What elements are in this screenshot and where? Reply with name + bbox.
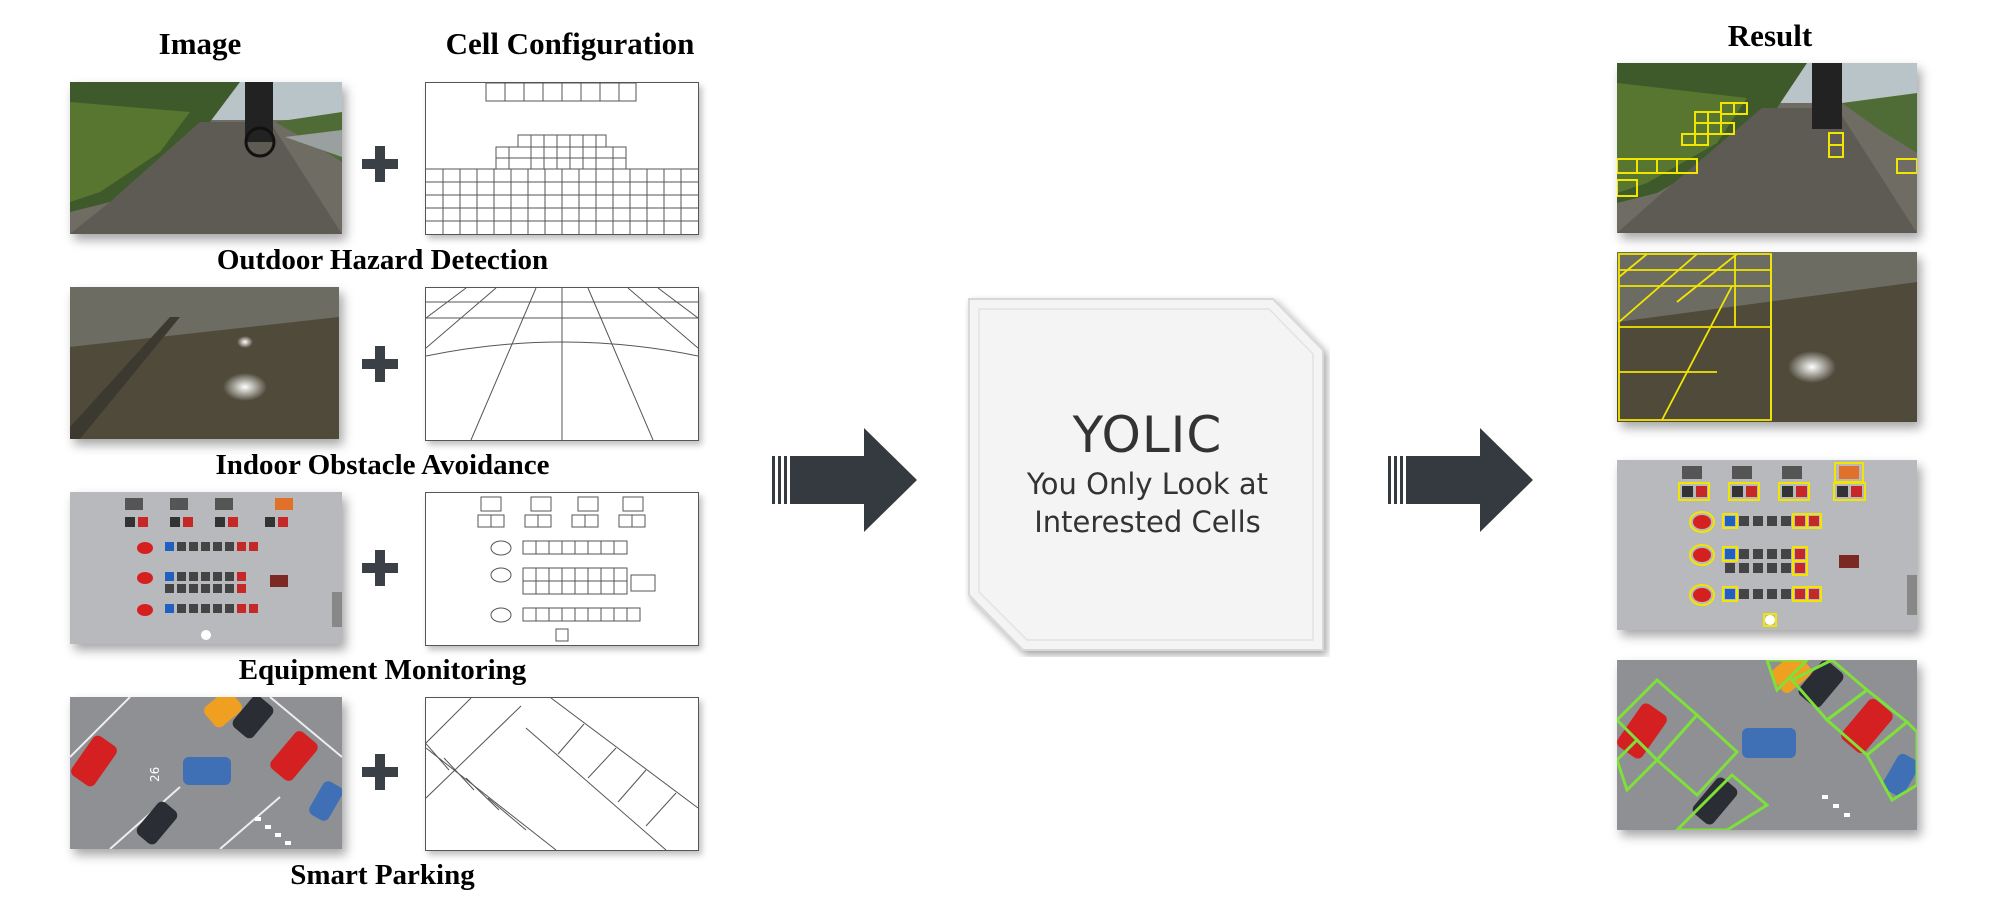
yolic-text-block: YOLIC You Only Look at Interested Cells <box>985 405 1310 541</box>
indoor-photo <box>70 287 339 439</box>
outdoor-result-image <box>1617 63 1917 233</box>
outdoor-photo <box>70 82 342 234</box>
parking-cell-configuration <box>425 697 699 851</box>
plus-icon <box>362 754 398 790</box>
equipment-photo <box>70 492 342 644</box>
equipment-cell-configuration <box>425 492 699 646</box>
plus-icon <box>362 550 398 586</box>
arrow-right-icon <box>772 428 922 533</box>
yolic-subtitle-line2: Interested Cells <box>1034 505 1261 539</box>
yolic-subtitle-line1: You Only Look at <box>1026 467 1269 501</box>
plus-icon <box>362 146 398 182</box>
image-column-header: Image <box>158 26 242 61</box>
result-column-header: Result <box>1727 18 1813 53</box>
yolic-title: YOLIC <box>1072 406 1223 464</box>
equipment-result-image <box>1617 460 1917 630</box>
outdoor-hazard-detection-label: Outdoor Hazard Detection <box>216 244 549 276</box>
cell-configuration-column-header: Cell Configuration <box>445 26 695 61</box>
outdoor-cell-configuration <box>425 82 699 235</box>
parking-photo: 26 <box>70 697 342 849</box>
parking-result-image <box>1617 660 1917 830</box>
arrow-right-icon <box>1388 428 1538 533</box>
indoor-result-image <box>1617 252 1917 422</box>
indoor-cell-configuration <box>425 287 699 441</box>
equipment-monitoring-label: Equipment Monitoring <box>238 654 527 686</box>
smart-parking-label: Smart Parking <box>290 859 475 891</box>
svg-text:26: 26 <box>148 767 162 782</box>
indoor-obstacle-avoidance-label: Indoor Obstacle Avoidance <box>215 449 550 481</box>
yolic-card <box>965 295 1330 657</box>
plus-icon <box>362 346 398 382</box>
